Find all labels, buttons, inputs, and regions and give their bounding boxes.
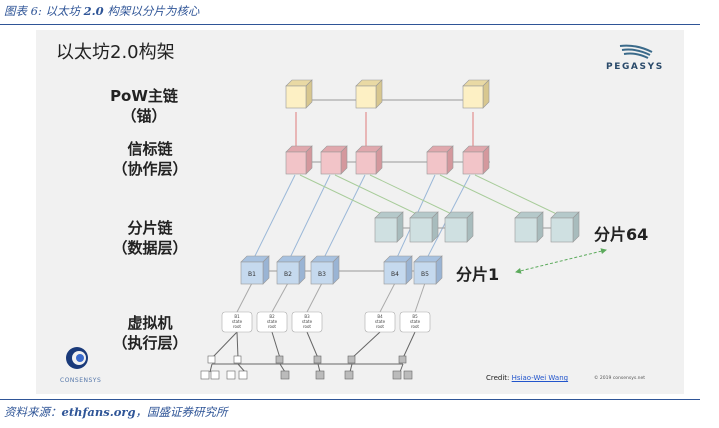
block-b5: B5 (413, 255, 443, 285)
vm-node (233, 355, 242, 364)
vm-leaf (226, 370, 236, 380)
shard-64-label: 分片64 (594, 225, 649, 244)
shard-block (514, 211, 544, 243)
bottom-rule (0, 399, 700, 400)
consensys-wordmark: CONSENSYS (60, 377, 102, 384)
label-pow: PoW主链 （锚） (104, 86, 184, 126)
shard-1-label: 分片1 (456, 265, 500, 284)
vm-node (398, 355, 407, 364)
vm-nodes (200, 355, 413, 380)
beacon-block (426, 145, 454, 175)
beacon-block (355, 145, 383, 175)
top-rule (0, 24, 700, 25)
vm-node (313, 355, 322, 364)
block-b3: B3 (310, 255, 340, 285)
block-b4-label: B4 (391, 271, 399, 278)
state-root-block: B4 (377, 314, 383, 319)
label-shard-line1: 分片链 (127, 219, 173, 237)
state-root-state: state (375, 319, 386, 324)
label-beacon: 信标链 （协作层） (100, 139, 200, 179)
block-b2-label: B2 (284, 271, 292, 278)
state-root-state: state (267, 319, 278, 324)
vm-leaf (280, 370, 290, 380)
vm-leaf (238, 370, 248, 380)
state-root-state: state (232, 319, 243, 324)
block-b2: B2 (276, 255, 306, 285)
consensys-logo-icon (66, 347, 88, 369)
state-root-block: B1 (234, 314, 240, 319)
caption-bold: 2.0 (83, 4, 104, 18)
state-root-root: root (411, 324, 419, 329)
figure-caption: 图表 6: 以太坊 2.0 构架以分片为核心 (4, 3, 199, 19)
credit-prefix: Credit: (486, 374, 512, 382)
pow-block (285, 79, 313, 109)
caption-suffix: 构架以分片为核心 (103, 4, 200, 18)
label-shard-line2: （数据层） (112, 239, 188, 257)
state-root-block: B2 (269, 314, 275, 319)
copyright: © 2019 consensys.net (594, 376, 646, 381)
pow-blocks (285, 79, 490, 109)
credit-line: Credit: Hsiao-Wei Wang (486, 374, 568, 382)
state-root-block: B3 (304, 314, 310, 319)
vm-leaf (344, 370, 354, 380)
source-bold: ethfans.org (61, 405, 136, 419)
beacon-blocks (285, 145, 490, 175)
block-b5-label: B5 (421, 271, 429, 278)
beacon-block (462, 145, 490, 175)
state-root-root: root (268, 324, 276, 329)
vm-leaf (315, 370, 325, 380)
vm-node (275, 355, 284, 364)
label-shard: 分片链 （数据层） (100, 218, 200, 258)
pow-block (355, 79, 383, 109)
shard1-blocks: B1 B2 B3 B4 B5 (240, 255, 443, 285)
shard-block (444, 211, 474, 243)
label-vm-line2: （执行层） (112, 334, 188, 352)
state-root-block: B5 (412, 314, 418, 319)
beacon-block (285, 145, 313, 175)
shard-block (374, 211, 404, 243)
label-beacon-line2: （协作层） (112, 160, 188, 178)
shard-block (550, 211, 580, 243)
state-root-root: root (303, 324, 311, 329)
block-b1-label: B1 (248, 271, 256, 278)
pegasys-wordmark: PEGASYS (606, 62, 664, 72)
label-vm-line1: 虚拟机 (127, 314, 173, 332)
pow-block (462, 79, 490, 109)
label-pow-line2: （锚） (121, 107, 167, 125)
block-b1: B1 (240, 255, 270, 285)
block-b4: B4 (383, 255, 413, 285)
caption-prefix: 图表 6: 以太坊 (4, 4, 84, 18)
label-vm: 虚拟机 （执行层） (100, 313, 200, 353)
pegasys-logo-icon (619, 44, 653, 59)
vm-node (347, 355, 356, 364)
vm-leaf (403, 370, 413, 380)
label-pow-line1: PoW主链 (110, 87, 178, 105)
source-prefix: 资料来源： (4, 405, 62, 419)
block-b3-label: B3 (318, 271, 326, 278)
shard-block (409, 211, 439, 243)
state-root-root: root (376, 324, 384, 329)
credit-link[interactable]: Hsiao-Wei Wang (511, 374, 569, 382)
vm-leaf (200, 370, 210, 380)
beacon-block (320, 145, 348, 175)
state-root-root: root (233, 324, 241, 329)
slide-title: 以太坊2.0构架 (56, 42, 175, 63)
shard64-blocks (374, 211, 580, 243)
state-root-state: state (302, 319, 313, 324)
label-beacon-line1: 信标链 (127, 140, 173, 158)
source-suffix: ，国盛证券研究所 (135, 405, 228, 419)
source-note: 资料来源：ethfans.org，国盛证券研究所 (4, 404, 228, 420)
state-root-state: state (410, 319, 421, 324)
vm-leaf (392, 370, 402, 380)
vm-leaf (210, 370, 220, 380)
vm-node (207, 355, 216, 364)
